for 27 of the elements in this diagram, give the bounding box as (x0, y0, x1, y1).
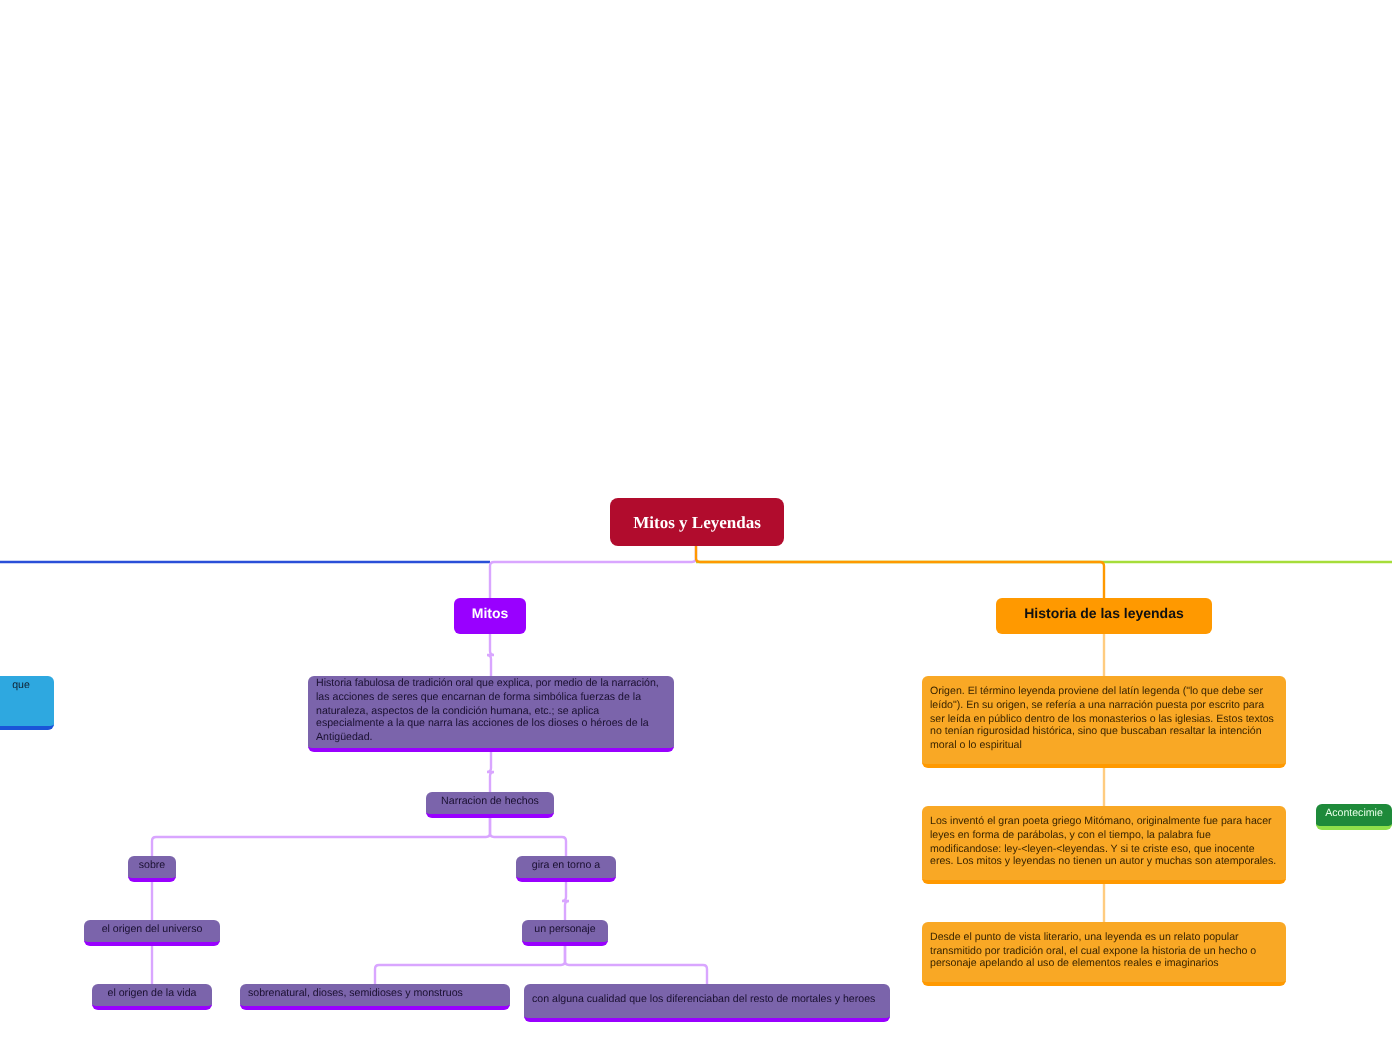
connector-line (563, 946, 709, 984)
title-box: Mitos y Leyendas (610, 498, 784, 546)
concept-box (522, 920, 608, 946)
concept-box (128, 856, 176, 882)
connector-line (1102, 884, 1106, 922)
concept-box (922, 806, 1286, 884)
concept-box (92, 984, 212, 1010)
concept-box (84, 920, 220, 946)
connector-line (150, 882, 154, 920)
connector-line (485, 752, 496, 792)
concept-box (516, 856, 616, 882)
connector-line (1102, 634, 1106, 676)
concept-box (240, 984, 510, 1010)
concept-box (922, 676, 1286, 768)
concept-box (0, 676, 54, 730)
concept-box (922, 922, 1286, 986)
topic-box (996, 598, 1212, 634)
topic-box (454, 598, 526, 634)
connector-line (488, 818, 568, 856)
concept-box (524, 984, 890, 1022)
connector-line (694, 546, 1106, 598)
connector-line (150, 946, 154, 984)
concept-box (1316, 804, 1392, 830)
connector-line (485, 634, 496, 676)
connector-line (1102, 768, 1106, 806)
connector-line (560, 882, 571, 920)
concept-box (426, 792, 554, 818)
